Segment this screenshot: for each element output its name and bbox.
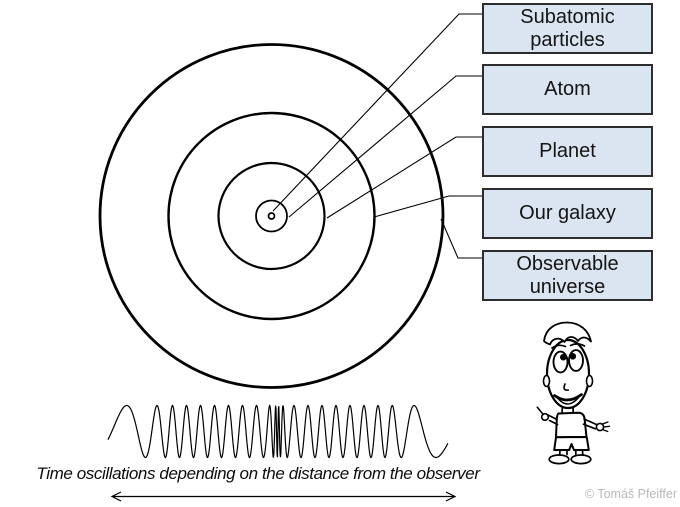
copyright-text: © Tomáš Pfeiffer xyxy=(584,487,677,501)
figure-pointing-finger xyxy=(536,406,544,416)
figure-eye-right xyxy=(568,349,584,372)
figure-fingers-right xyxy=(601,421,611,433)
connector-planet xyxy=(326,136,482,219)
figure-arm-left xyxy=(547,414,559,426)
figure-shoe-left xyxy=(548,454,570,465)
ring-planet xyxy=(217,161,326,271)
label-text-atom: Atom xyxy=(544,78,591,101)
figure-legs xyxy=(558,449,584,456)
label-box-observable-universe: Observable universe xyxy=(482,250,653,301)
figure-pupil-right xyxy=(569,353,577,360)
label-box-subatomic-particles: Subatomic particles xyxy=(482,3,653,54)
figure-hand-left xyxy=(540,412,550,422)
figure-mouth xyxy=(553,393,583,402)
ring-atom xyxy=(255,199,288,233)
label-text-subatomic-particles: Subatomic particles xyxy=(520,6,615,51)
figure-pupil-left xyxy=(560,353,567,361)
ring-subatomic-particle xyxy=(267,212,276,220)
connector-observable-universe xyxy=(440,218,482,259)
label-text-observable-universe: Observable universe xyxy=(516,253,619,298)
ring-our-galaxy xyxy=(167,111,376,321)
label-box-our-galaxy: Our galaxy xyxy=(482,188,653,239)
diagram-dynamic-layer xyxy=(98,13,482,502)
figure-brow-left xyxy=(551,344,567,349)
connector-subatomic-particles xyxy=(272,13,482,212)
time-oscillation-wave xyxy=(107,404,449,459)
figure-shoe-right xyxy=(570,454,592,465)
figure-ear-left xyxy=(542,374,551,388)
label-text-our-galaxy: Our galaxy xyxy=(519,202,616,225)
ring-observable-universe xyxy=(98,43,445,389)
figure-ear-right xyxy=(585,374,594,388)
figure-brow-right xyxy=(569,343,586,347)
label-box-planet: Planet xyxy=(482,126,653,177)
connector-atom xyxy=(288,75,482,218)
figure-head xyxy=(545,338,591,410)
observer-figure xyxy=(536,321,611,465)
distance-arrow xyxy=(110,491,457,502)
connector-our-galaxy xyxy=(373,195,482,218)
label-text-planet: Planet xyxy=(539,140,596,163)
figure-mouth-lower xyxy=(557,396,580,405)
figure-torso xyxy=(555,411,588,439)
figure-shorts xyxy=(553,436,590,451)
caption-text: Time oscillations depending on the dista… xyxy=(36,464,480,483)
figure-hair xyxy=(543,321,592,346)
figure-nose xyxy=(563,383,570,391)
label-box-atom: Atom xyxy=(482,64,653,115)
figure-arm-right xyxy=(582,418,598,430)
